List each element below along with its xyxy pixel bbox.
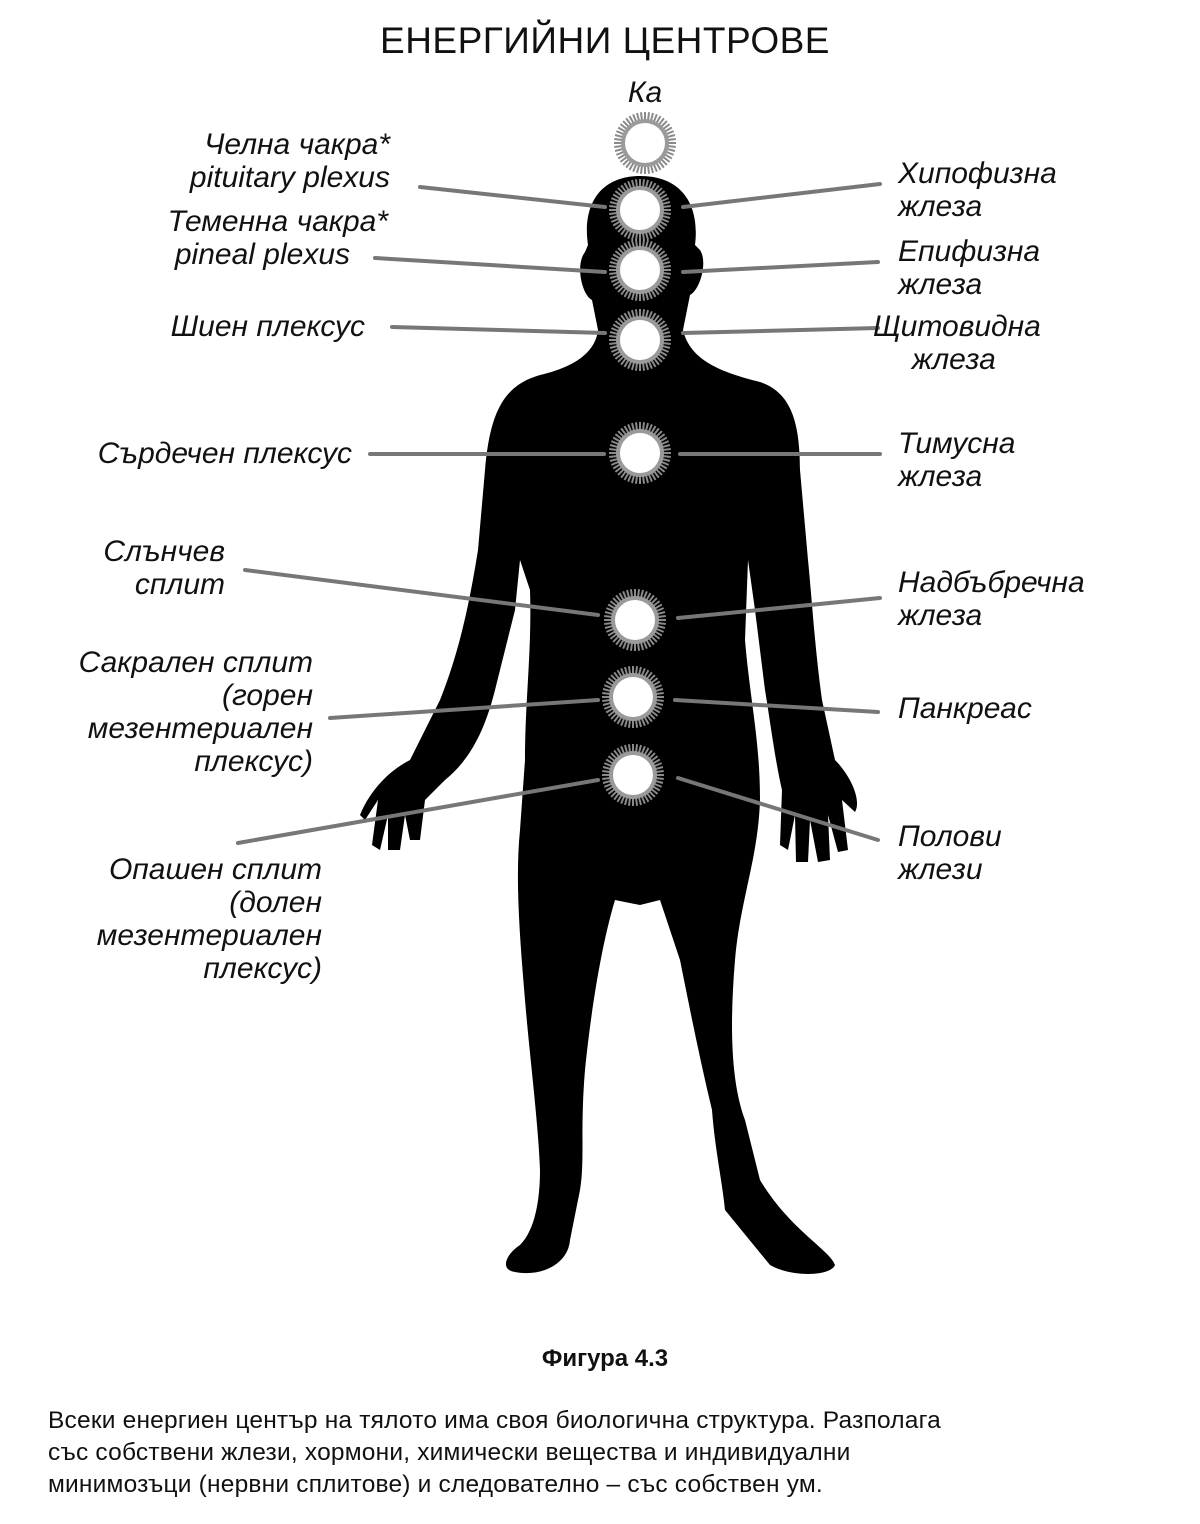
- energy-center: [602, 666, 664, 728]
- description-line: със собствени жлези, хормони, химически …: [48, 1439, 851, 1466]
- label-line: Шиен плексус: [170, 310, 365, 343]
- energy-center: [609, 179, 671, 241]
- energy-center: [609, 309, 671, 371]
- leader-line: [418, 185, 607, 209]
- figure-caption: Фигура 4.3: [541, 1345, 669, 1372]
- label-thymus-gland: Тимусна жлеза: [898, 427, 1015, 493]
- label-line: Хипофизна: [898, 157, 1057, 190]
- label-pituitary-gland: Хипофизна жлеза: [898, 157, 1057, 223]
- label-line: Панкреас: [898, 692, 1032, 725]
- label-line: жлеза: [898, 190, 983, 223]
- label-line: плексус): [194, 745, 313, 778]
- description-line: минимозъци (нервни сплитове) и следовате…: [48, 1471, 823, 1498]
- leader-line: [390, 325, 607, 335]
- label-line: жлези: [898, 853, 983, 886]
- label-line: жлеза: [898, 599, 983, 632]
- label-line: сплит: [134, 568, 225, 601]
- label-line: Сърдечен плексус: [97, 437, 352, 470]
- label-line: Надбъбречна: [898, 566, 1085, 599]
- diagram-title: ЕНЕРГИЙНИ ЦЕНТРОВЕ: [380, 20, 830, 61]
- leader-line: [676, 776, 880, 842]
- leader-line: [673, 698, 880, 714]
- label-line: pituitary plexus: [189, 161, 390, 194]
- label-pancreas: Панкреас: [898, 692, 1032, 725]
- label-adrenal-gland: Надбъбречна жлеза: [898, 566, 1085, 632]
- label-line: плексус): [203, 952, 322, 985]
- label-cervical-plexus: Шиен плексус: [171, 310, 365, 343]
- label-line: Сакрален сплит: [78, 646, 313, 679]
- label-sacral-plexus: Сакрален сплит (горен мезентериален плек…: [79, 646, 313, 778]
- label-line: Опашен сплит: [108, 853, 322, 886]
- label-solar-plexus: Слънчев сплит: [103, 535, 225, 601]
- label-crown-chakra: Теменна чакра* pineal plexus: [168, 205, 388, 271]
- leader-line: [681, 260, 880, 274]
- label-coccygeal-plexus: Опашен сплит (долен мезентериален плексу…: [97, 853, 322, 985]
- energy-center: [609, 239, 671, 301]
- label-line: Теменна чакра*: [167, 205, 388, 238]
- leader-line: [676, 596, 882, 620]
- label-pineal-gland: Епифизна жлеза: [898, 235, 1040, 301]
- label-line: Полови: [898, 820, 1002, 853]
- label-line: жлеза: [898, 460, 983, 493]
- figure-description: Всеки енергиен център на тялото има своя…: [48, 1405, 941, 1501]
- ka-energy-center: [614, 112, 676, 174]
- description-line: Всеки енергиен център на тялото има своя…: [48, 1407, 942, 1434]
- leader-line: [328, 698, 600, 720]
- label-gonads: Полови жлези: [898, 820, 1002, 886]
- label-line: жлеза: [898, 268, 983, 301]
- energy-center: [609, 422, 671, 484]
- label-line: мезентериален: [87, 712, 313, 745]
- label-cardiac-plexus: Сърдечен плексус: [98, 437, 352, 470]
- label-line: Слънчев: [103, 535, 225, 568]
- label-line: (горен: [221, 679, 313, 712]
- leader-line: [236, 778, 600, 845]
- label-line: Тимусна: [898, 427, 1016, 460]
- energy-center: [604, 589, 666, 651]
- label-thyroid-gland: Щитовидна жлеза: [873, 310, 1041, 376]
- human-silhouette: [360, 176, 858, 1274]
- label-line: Щитовидна: [873, 310, 1041, 343]
- label-line: Епифизна: [898, 235, 1041, 268]
- label-line: pineal plexus: [174, 238, 350, 271]
- leader-line: [243, 568, 600, 617]
- leader-line: [373, 256, 607, 274]
- energy-center: [602, 744, 664, 806]
- label-line: Челна чакра*: [204, 128, 390, 161]
- leader-line: [681, 326, 880, 335]
- label-line: (долен: [229, 886, 322, 919]
- leader-line: [681, 182, 882, 209]
- label-ka: Ка: [627, 76, 663, 109]
- label-line: жлеза: [911, 343, 996, 376]
- label-line: мезентериален: [96, 919, 322, 952]
- label-frontal-chakra: Челна чакра* pituitary plexus: [190, 128, 390, 194]
